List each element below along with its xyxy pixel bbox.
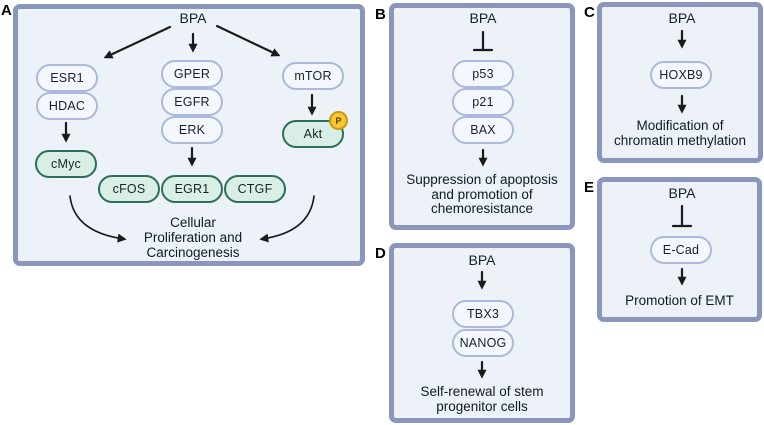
node-tbx3: TBX3 xyxy=(452,300,514,328)
node-erk: ERK xyxy=(161,116,223,144)
outcome-c-line1: Modification of xyxy=(636,118,724,133)
bpa-label-d: BPA xyxy=(468,252,496,268)
bpa-label-a: BPA xyxy=(179,10,207,26)
outcome-d-line2: progenitor cells xyxy=(436,398,528,414)
bpa-label-b: BPA xyxy=(469,10,497,26)
outcome-a-line1: Cellular xyxy=(170,215,216,230)
node-mtor: mTOR xyxy=(282,62,344,90)
node-gper: GPER xyxy=(161,60,223,88)
outcome-a-line2: Proliferation and xyxy=(143,230,243,245)
node-ecad: E-Cad xyxy=(650,236,712,264)
node-akt: Akt xyxy=(282,120,344,148)
bpa-label-e: BPA xyxy=(668,185,696,201)
panel-a-label: A xyxy=(1,2,12,19)
outcome-b: Suppression of apoptosis and promotion o… xyxy=(392,172,572,217)
node-hoxb9: HOXB9 xyxy=(650,61,712,89)
panel-d-label: D xyxy=(375,245,386,262)
node-p53: p53 xyxy=(452,60,514,88)
outcome-a: Cellular Proliferation and Carcinogenesi… xyxy=(113,215,273,260)
bpa-label-c: BPA xyxy=(668,10,696,26)
panel-e-label: E xyxy=(584,179,595,196)
node-cmyc: cMyc xyxy=(35,150,97,178)
node-p21: p21 xyxy=(452,88,514,116)
outcome-b-line3: chemoresistance xyxy=(430,201,534,216)
node-egr1: EGR1 xyxy=(161,175,223,203)
outcome-b-line2: and promotion of xyxy=(431,186,533,202)
node-esr1: ESR1 xyxy=(36,64,98,92)
outcome-a-line3: Carcinogenesis xyxy=(146,245,240,260)
panel-b-label: B xyxy=(375,6,386,23)
outcome-e-line1: Promotion of EMT xyxy=(625,293,734,308)
outcome-d: Self-renewal of stem progenitor cells xyxy=(392,384,572,414)
panel-c-label: C xyxy=(584,4,595,21)
outcome-e: Promotion of EMT xyxy=(597,293,762,309)
node-bax: BAX xyxy=(452,116,514,144)
outcome-c-line2: chromatin methylation xyxy=(613,132,747,148)
node-hdac: HDAC xyxy=(36,92,98,120)
outcome-c: Modification of chromatin methylation xyxy=(602,118,758,148)
outcome-b-line1: Suppression of apoptosis xyxy=(406,172,558,187)
node-nanog: NANOG xyxy=(452,329,514,357)
node-ctgf: CTGF xyxy=(224,175,286,203)
phospho-badge: P xyxy=(329,111,348,130)
outcome-d-line1: Self-renewal of stem xyxy=(420,384,544,399)
node-cfos: cFOS xyxy=(98,175,160,203)
node-egfr: EGFR xyxy=(161,88,223,116)
